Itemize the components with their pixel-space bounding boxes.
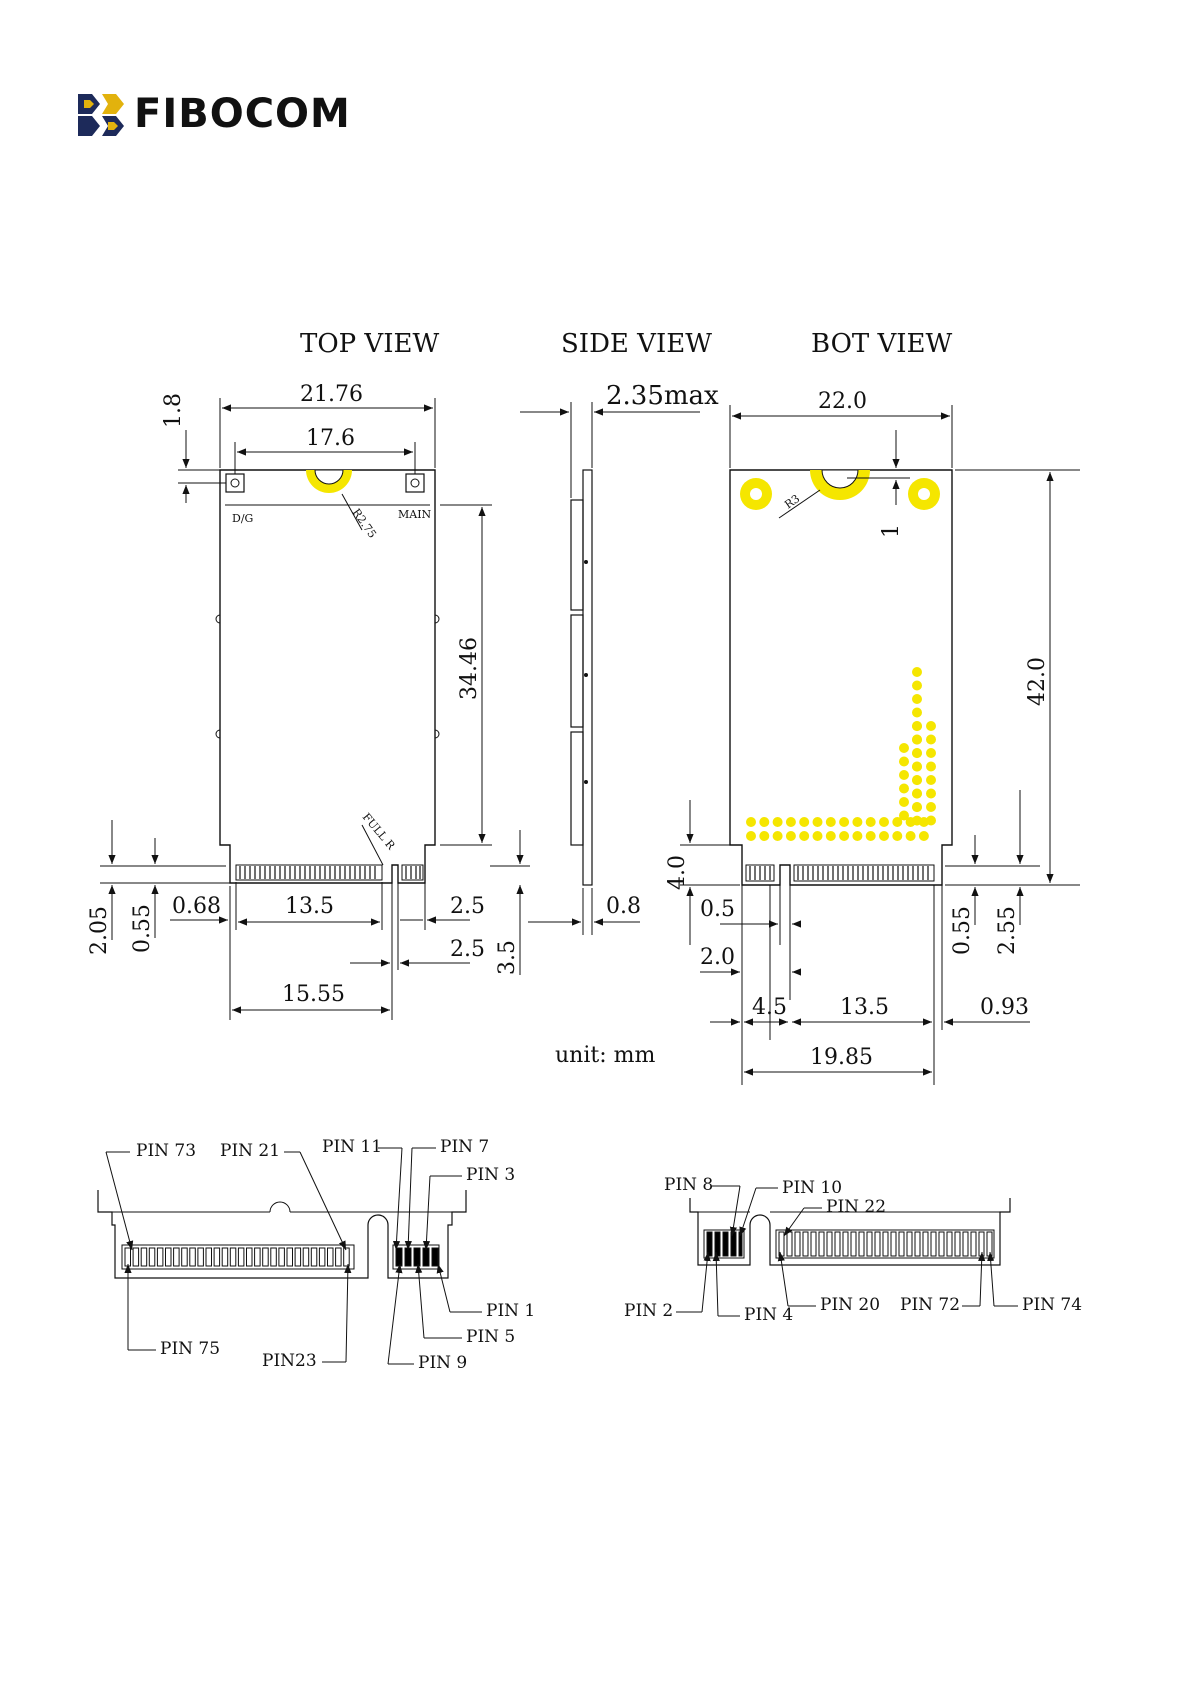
dim-overall: 15.55 xyxy=(282,982,345,1007)
dim-right-gap: 2.5 xyxy=(450,894,485,919)
pin-label-2: PIN 2 xyxy=(624,1301,673,1321)
dim-notch-offset: 2.0 xyxy=(700,945,735,970)
pin-label-10: PIN 10 xyxy=(782,1178,842,1198)
pin-label-73: PIN 73 xyxy=(136,1141,196,1161)
pin-label-1: PIN 1 xyxy=(486,1301,535,1321)
dim-finger-length: 2.05 xyxy=(87,906,112,955)
side-view-heading: SIDE VIEW xyxy=(561,329,712,359)
dim-bot-edge-len: 2.55 xyxy=(995,906,1020,955)
pin-label-22: PIN 22 xyxy=(826,1197,886,1217)
dim-edge-left: 0.68 xyxy=(172,894,221,919)
dim-bot-finger-gap: 0.55 xyxy=(950,906,975,955)
dim-bot-height: 42.0 xyxy=(1025,657,1050,706)
top-dg-label: D/G xyxy=(232,512,253,525)
dim-bot-width: 22.0 xyxy=(818,389,867,414)
pin-label-4: PIN 4 xyxy=(744,1305,793,1325)
dim-top-width: 21.76 xyxy=(300,382,363,407)
top-radius-label: R2.75 xyxy=(350,506,379,540)
logo-wordmark: FIBOCOM xyxy=(134,91,351,137)
dim-seg-a: 4.5 xyxy=(752,995,787,1020)
pin-label-8: PIN 8 xyxy=(664,1175,713,1195)
dim-notch-depth: 4.0 xyxy=(665,855,690,890)
pin-label-21: PIN 21 xyxy=(220,1141,280,1161)
dim-seg-b: 13.5 xyxy=(840,995,889,1020)
fibocom-logo-mark-icon xyxy=(78,94,124,136)
dim-contact-width: 13.5 xyxy=(285,894,334,919)
pin-detail-bot xyxy=(689,1198,1011,1266)
dim-bot-total: 19.85 xyxy=(810,1045,873,1070)
pin-label-75: PIN 75 xyxy=(160,1339,220,1359)
top-main-label: MAIN xyxy=(398,508,432,521)
dim-seg-c: 0.93 xyxy=(980,995,1029,1020)
pin-label-3: PIN 3 xyxy=(466,1165,515,1185)
unit-label: unit: mm xyxy=(555,1043,655,1068)
pin-label-11: PIN 11 xyxy=(322,1137,382,1157)
dim-top-height: 34.46 xyxy=(457,637,482,700)
dim-side-max-height: 2.35max xyxy=(606,381,719,411)
top-view-heading: TOP VIEW xyxy=(300,329,439,359)
bot-view-board xyxy=(729,469,953,886)
dim-top-offset: 1.8 xyxy=(161,393,186,428)
dim-hole-offset: 1 xyxy=(879,524,904,538)
pin-label-23: PIN23 xyxy=(262,1351,317,1371)
fibocom-logo: FIBOCOM xyxy=(78,90,368,140)
antenna-connector-dg-icon xyxy=(225,473,245,493)
pin-label-5: PIN 5 xyxy=(466,1327,515,1347)
dim-antenna-pitch: 17.6 xyxy=(306,426,355,451)
dim-key-depth: 3.5 xyxy=(495,940,520,975)
pin-detail-top xyxy=(97,1190,467,1279)
pin-label-7: PIN 7 xyxy=(440,1137,489,1157)
pin-label-9: PIN 9 xyxy=(418,1353,467,1373)
dim-finger-gap: 0.55 xyxy=(130,904,155,953)
pin-label-72: PIN 72 xyxy=(900,1295,960,1315)
bot-view-heading: BOT VIEW xyxy=(811,329,953,359)
antenna-connector-main-icon xyxy=(405,473,425,493)
dim-pcb-thickness: 0.8 xyxy=(606,894,641,919)
pin-label-74: PIN 74 xyxy=(1022,1295,1082,1315)
side-view-board xyxy=(570,469,593,886)
dim-key-width: 2.5 xyxy=(450,937,485,962)
test-pad-array xyxy=(746,667,936,841)
pin-label-20: PIN 20 xyxy=(820,1295,880,1315)
dim-notch-width: 0.5 xyxy=(700,897,735,922)
top-view-board xyxy=(215,469,440,884)
